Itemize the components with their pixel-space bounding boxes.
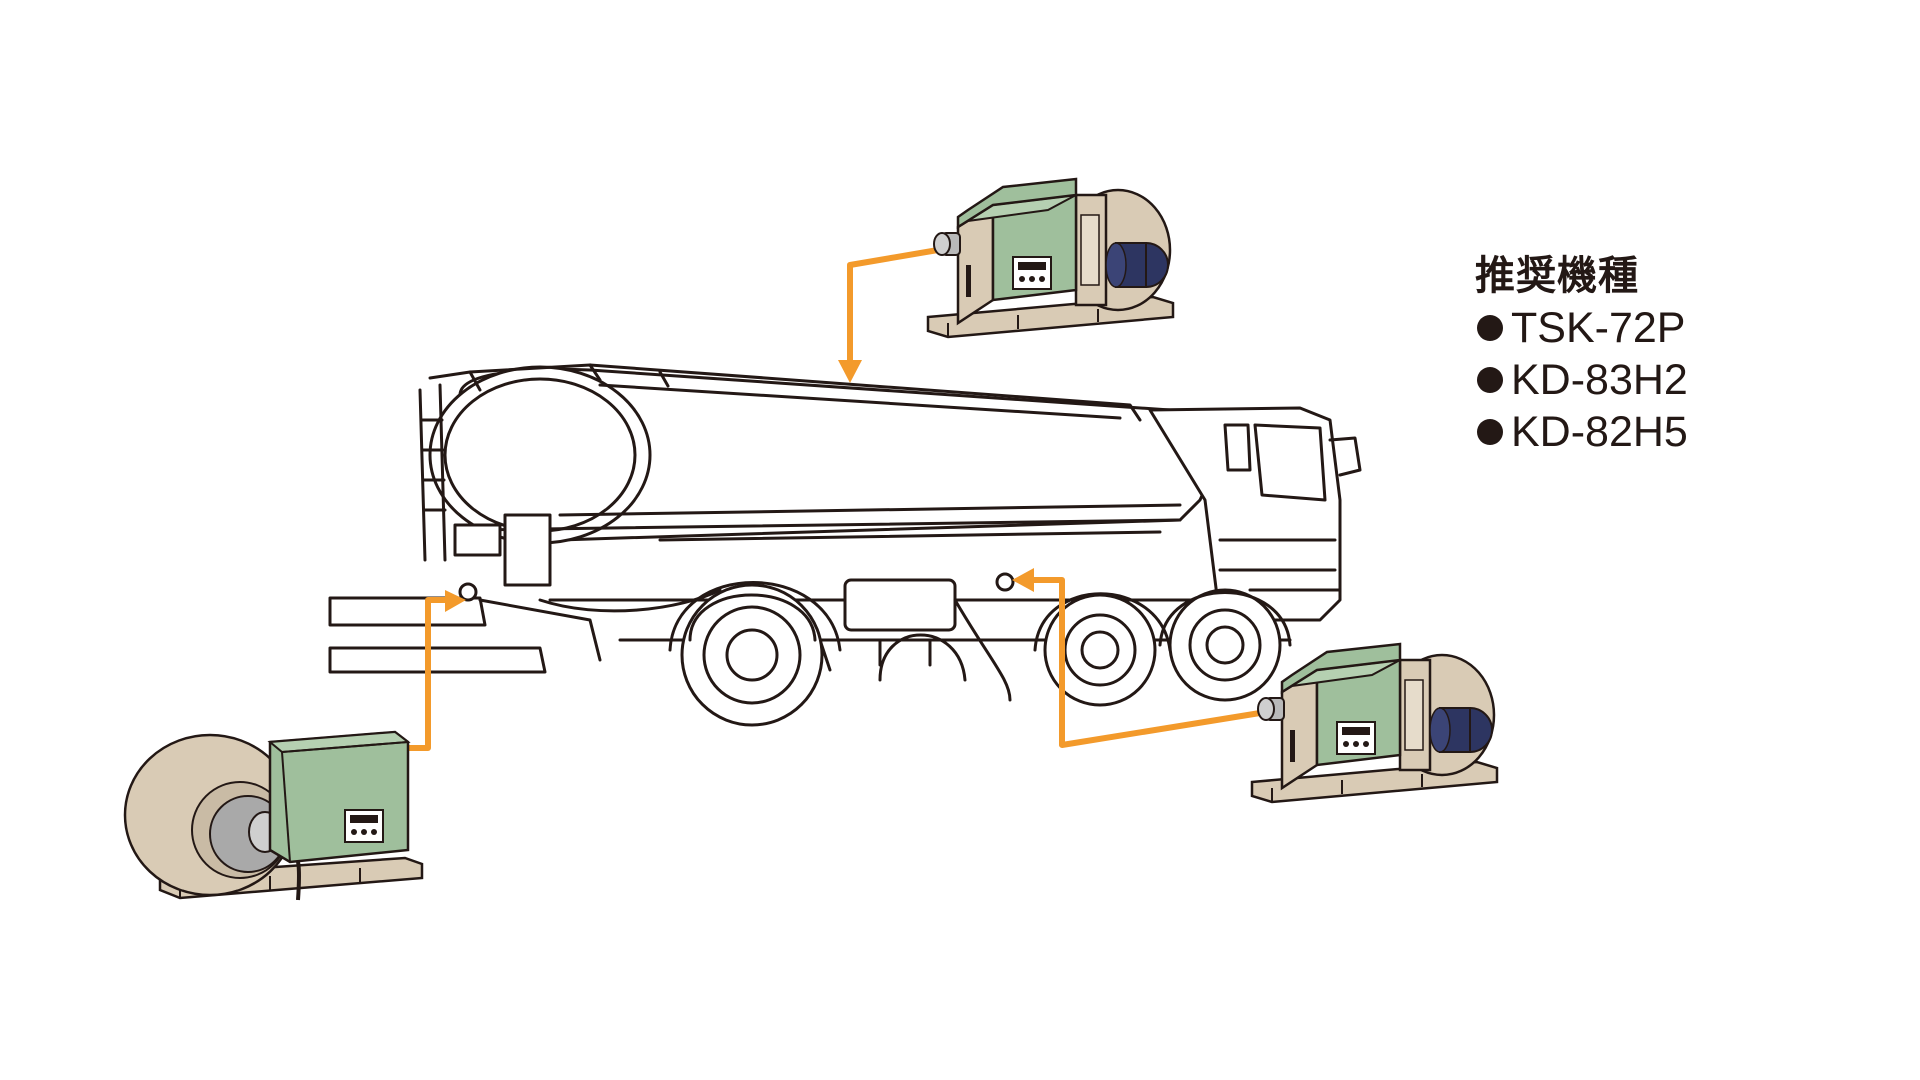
arrowhead-top	[838, 360, 862, 383]
model-name: KD-83H2	[1511, 356, 1688, 404]
blower-unit-top	[926, 177, 1175, 339]
arrowhead-left	[445, 590, 466, 612]
bullet-icon	[1477, 315, 1503, 341]
legend-item-kd-82h5: KD-82H5	[1475, 406, 1688, 458]
legend-item-kd-83h2: KD-83H2	[1475, 354, 1688, 406]
blower-unit-right	[1250, 642, 1499, 804]
connector-arrows	[405, 247, 1263, 751]
bullet-icon	[1477, 419, 1503, 445]
arrow-right	[1027, 577, 1263, 748]
arrowhead-right	[1012, 568, 1034, 592]
arrow-left	[405, 597, 451, 751]
model-name: TSK-72P	[1511, 304, 1686, 352]
blower-unit-left	[123, 730, 424, 901]
tanker-truck-illustration	[328, 363, 1362, 727]
bullet-icon	[1477, 367, 1503, 393]
recommended-models-legend: 推奨機種 TSK-72P KD-83H2 KD-82H5	[1475, 252, 1688, 458]
legend-title: 推奨機種	[1475, 253, 1639, 299]
legend-item-tsk-72p: TSK-72P	[1475, 302, 1688, 354]
model-name: KD-82H5	[1511, 408, 1688, 456]
arrow-top	[847, 247, 941, 368]
